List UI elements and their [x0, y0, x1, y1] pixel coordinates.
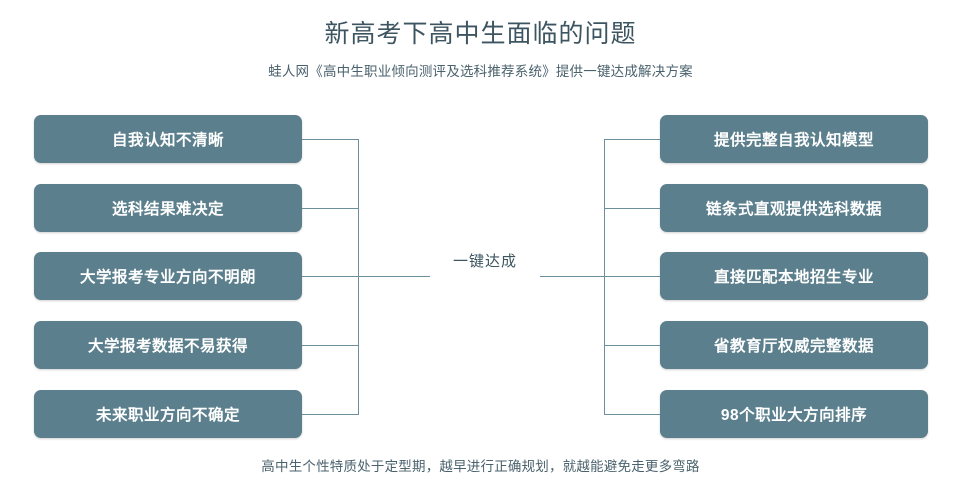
- solution-node-5[interactable]: 98个职业大方向排序: [660, 390, 928, 438]
- solution-node-2-label: 链条式直观提供选科数据: [705, 201, 882, 218]
- problem-node-1-label: 自我认知不清晰: [111, 132, 224, 149]
- problem-node-5-label: 未来职业方向不确定: [95, 407, 240, 424]
- connector-right-stub-1: [604, 139, 660, 140]
- connector-right-stub-2: [604, 208, 660, 209]
- solution-node-2[interactable]: 链条式直观提供选科数据: [660, 184, 928, 232]
- problem-node-2[interactable]: 选科结果难决定: [34, 184, 302, 232]
- footer-note: 高中生个性特质处于定型期，越早进行正确规划，就越能避免走更多弯路: [261, 459, 700, 474]
- problem-node-3-label: 大学报考专业方向不明朗: [79, 269, 256, 286]
- problem-node-4-label: 大学报考数据不易获得: [87, 338, 248, 355]
- connector-right-stub-5: [604, 414, 660, 415]
- page-subtitle: 蛙人网《高中生职业倾向测评及选科推荐系统》提供一键达成解决方案: [268, 64, 693, 79]
- connector-center-to-right: [540, 276, 604, 277]
- problem-node-1[interactable]: 自我认知不清晰: [34, 115, 302, 163]
- connector-left-stub-5: [302, 414, 358, 415]
- solution-node-4[interactable]: 省教育厅权威完整数据: [660, 321, 928, 369]
- connector-left-stub-3: [302, 276, 358, 277]
- solution-node-3-label: 直接匹配本地招生专业: [713, 269, 874, 286]
- connector-left-stub-4: [302, 345, 358, 346]
- connector-right-stub-4: [604, 345, 660, 346]
- problem-node-3[interactable]: 大学报考专业方向不明朗: [34, 252, 302, 300]
- solution-node-3[interactable]: 直接匹配本地招生专业: [660, 252, 928, 300]
- page-title: 新高考下高中生面临的问题: [324, 20, 637, 48]
- connector-left-stub-2: [302, 208, 358, 209]
- problem-node-5[interactable]: 未来职业方向不确定: [34, 390, 302, 438]
- problem-node-2-label: 选科结果难决定: [111, 201, 224, 218]
- connector-left-stub-1: [302, 139, 358, 140]
- connector-right-bus: [604, 139, 605, 415]
- solution-node-4-label: 省教育厅权威完整数据: [713, 338, 874, 355]
- problem-node-4[interactable]: 大学报考数据不易获得: [34, 321, 302, 369]
- connector-right-stub-3: [604, 276, 660, 277]
- connector-left-bus: [358, 139, 359, 415]
- solution-node-5-label: 98个职业大方向排序: [720, 407, 868, 424]
- solution-node-1-label: 提供完整自我认知模型: [713, 132, 874, 149]
- connector-left-to-center: [358, 276, 430, 277]
- solution-node-1[interactable]: 提供完整自我认知模型: [660, 115, 928, 163]
- center-label: 一键达成: [452, 253, 517, 270]
